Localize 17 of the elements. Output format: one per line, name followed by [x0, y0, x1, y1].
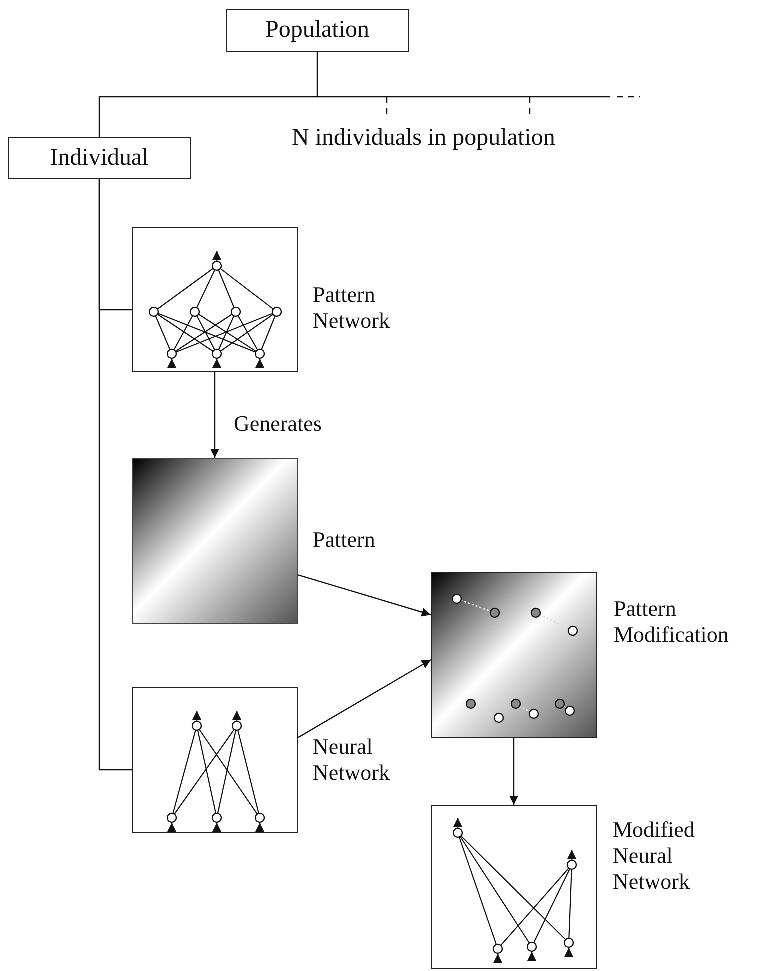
box-shape — [132, 458, 298, 624]
node-label: Individual — [50, 144, 149, 172]
process-box — [226, 9, 409, 52]
arrow — [210, 372, 220, 458]
node-label: Population — [265, 17, 370, 44]
node-caption: Pattern Modification — [614, 596, 730, 648]
node-caption: Neural Network — [313, 734, 391, 786]
connector-line — [98, 179, 132, 771]
process-box — [8, 137, 191, 179]
arrow — [510, 738, 518, 805]
annotation-text: N individuals in population — [292, 125, 556, 151]
arrow — [298, 659, 432, 738]
connector-line — [98, 52, 318, 137]
node-caption: Modified Neural Network — [613, 817, 696, 895]
node-caption: Pattern Network — [313, 282, 391, 334]
node-caption: Pattern — [313, 527, 376, 553]
arrow — [298, 574, 432, 617]
